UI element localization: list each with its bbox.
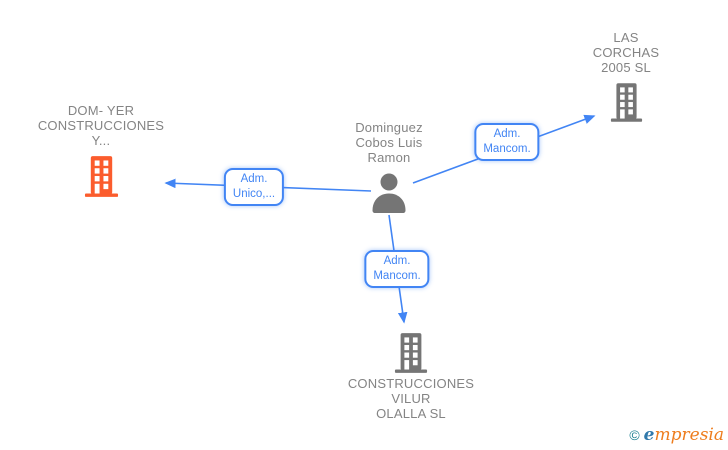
company-name: DOM- YER CONSTRUCCIONES Y... — [37, 103, 165, 148]
person-icon — [367, 173, 411, 213]
edge-label-adm-unico[interactable]: Adm. Unico,... — [223, 168, 285, 206]
edge-label-adm-mancom-bottom[interactable]: Adm. Mancom. — [364, 250, 430, 288]
empresia-logo[interactable]: © e mpresia — [629, 425, 724, 445]
edge-label-adm-mancom-top[interactable]: Adm. Mancom. — [474, 123, 540, 161]
brand-text-rest: mpresia — [654, 425, 725, 445]
node-person-dominguez[interactable]: Dominguez Cobos Luis Ramon — [324, 120, 454, 213]
node-company-vilur[interactable]: CONSTRUCCIONES VILUR OLALLA SL — [331, 333, 491, 421]
building-icon — [610, 83, 643, 122]
company-name: LAS CORCHAS 2005 SL — [592, 30, 660, 75]
copyright-icon: © — [629, 427, 640, 443]
building-icon — [84, 156, 119, 197]
node-company-domyer[interactable]: DOM- YER CONSTRUCCIONES Y... — [15, 103, 187, 197]
building-icon — [394, 333, 428, 373]
company-name: CONSTRUCCIONES VILUR OLALLA SL — [347, 376, 475, 421]
person-name: Dominguez Cobos Luis Ramon — [355, 120, 423, 165]
node-company-lascorchas[interactable]: LAS CORCHAS 2005 SL — [561, 30, 691, 122]
brand-text-e: e — [643, 425, 655, 445]
